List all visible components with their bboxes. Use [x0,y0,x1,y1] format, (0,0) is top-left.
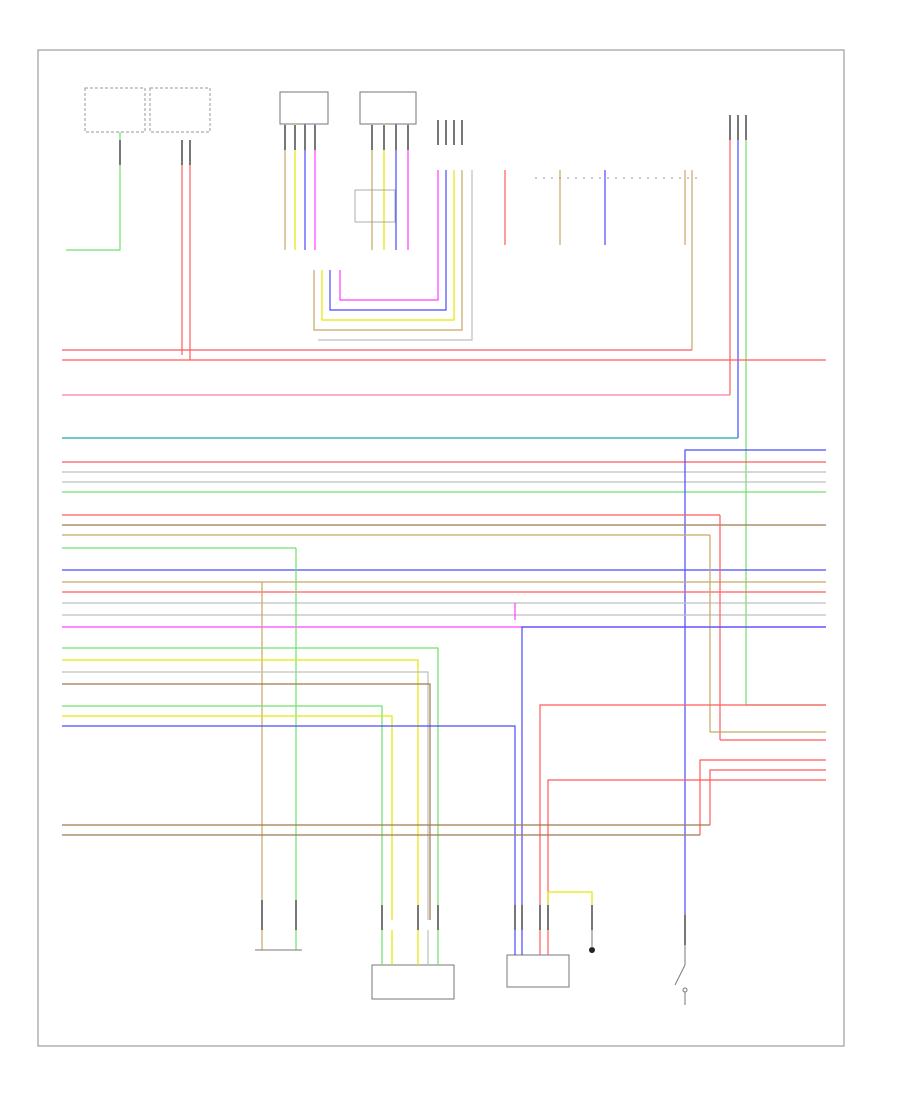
relay-box-1 [279,91,329,125]
bus-green-19 [62,647,439,920]
wire-center-tan [313,170,463,331]
bottom-connectors [261,900,686,945]
bus-gray-21 [62,671,429,920]
wire-green-fuse [66,132,121,251]
wire-center-blue [329,170,447,311]
component-bottom-2 [506,954,570,988]
wire-center-gray [318,170,473,341]
bottom-wires-to-components [261,930,549,965]
bus-yellow-24 [62,715,393,920]
bus-green-23 [62,705,383,920]
top-connector-ticks [119,115,747,165]
diagram-border [37,49,845,1047]
bus-brown-22 [62,683,431,920]
relay-box-2 [359,91,417,125]
wire-red-to-right-a [539,704,826,920]
wire-yellow-loop [547,891,593,920]
ground-node [589,947,595,953]
component-bottom-1 [371,964,455,1000]
wire-red-right-e [547,779,826,920]
relay2-diode-box [354,189,396,223]
wire-blue-right-drop [684,449,826,920]
wire-center-yellow [321,170,455,321]
drop-blue-mid [521,626,826,920]
wire-red-right-d [709,769,826,825]
bus-blue-25 [62,725,516,920]
fuse-box-left [84,87,146,133]
wire-center-magenta [339,170,439,301]
wire-red-right-c [699,759,826,835]
bus-yellow-20 [62,659,419,920]
switch-symbol [674,945,688,1005]
wire-right-green [745,120,826,706]
fuse-box-right [149,87,211,133]
